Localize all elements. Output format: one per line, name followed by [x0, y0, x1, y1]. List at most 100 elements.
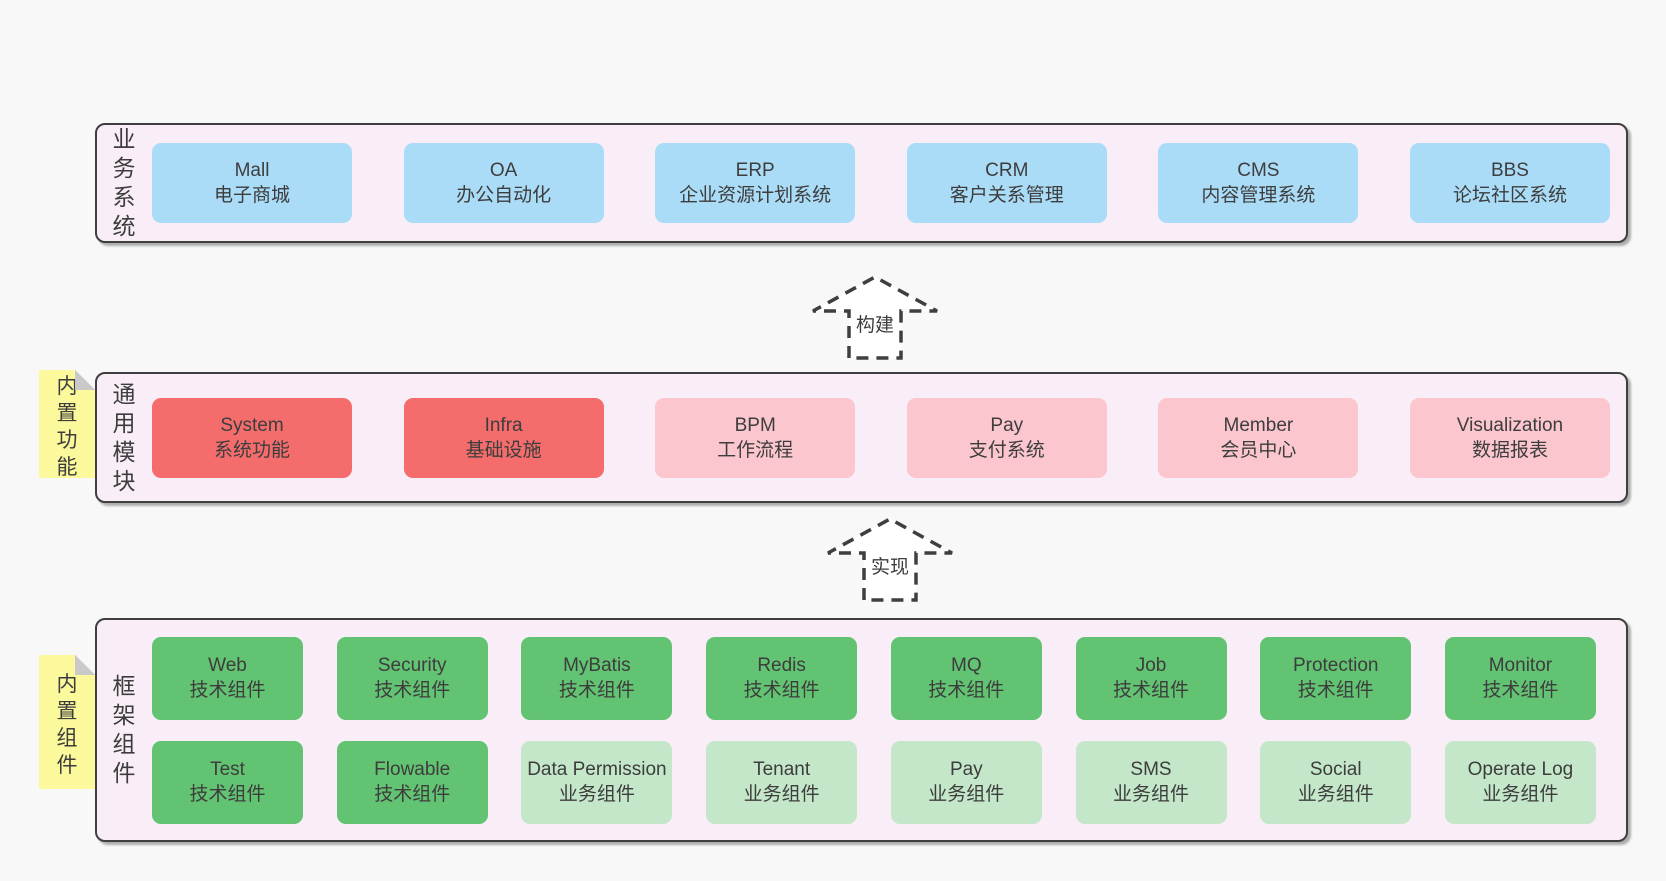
module-box-bpm: BPM 工作流程	[655, 397, 856, 478]
box-subtitle: 内容管理系统	[1201, 185, 1316, 206]
component-box-sms: SMS 业务组件	[1075, 740, 1227, 824]
box-title: Member	[1223, 414, 1294, 436]
box-subtitle: 业务组件	[558, 784, 635, 805]
system-box-mall: Mall 电子商城	[152, 143, 352, 223]
box-subtitle: 技术组件	[1113, 680, 1190, 701]
box-subtitle: 电子商城	[213, 185, 290, 206]
band-label-business-systems: 业务系统	[112, 126, 136, 239]
box-subtitle: 企业资源计划系统	[679, 185, 832, 206]
sticky-note-built-in-features: 内置功能	[39, 370, 95, 479]
component-box-job: Job 技术组件	[1075, 636, 1227, 720]
box-title: Protection	[1292, 655, 1379, 676]
framework-component-rows: Web 技术组件 Security 技术组件 MyBatis 技术组件 Redi…	[152, 636, 1626, 824]
box-title: Pay	[990, 414, 1024, 436]
box-subtitle: 技术组件	[374, 680, 451, 701]
box-title: Security	[377, 655, 447, 676]
component-box-mq: MQ 技术组件	[890, 636, 1042, 720]
box-title: BPM	[734, 414, 776, 436]
box-subtitle: 论坛社区系统	[1452, 185, 1567, 206]
box-title: CRM	[985, 160, 1029, 181]
band-business-systems: 业务系统 Mall 电子商城 OA 办公自动化 ERP 企业资源计划系统 CRM…	[95, 123, 1628, 243]
module-box-visualization: Visualization 数据报表	[1409, 397, 1610, 478]
business-systems-boxes: Mall 电子商城 OA 办公自动化 ERP 企业资源计划系统 CRM 客户关系…	[152, 143, 1626, 223]
system-box-bbs: BBS 论坛社区系统	[1409, 143, 1610, 223]
box-title: Test	[210, 759, 245, 780]
box-subtitle: 技术组件	[189, 784, 266, 805]
box-title: Tenant	[753, 759, 811, 780]
box-title: System	[220, 414, 284, 436]
box-title: Social	[1309, 759, 1362, 780]
module-box-pay: Pay 支付系统	[906, 397, 1107, 478]
sticky-note-text: 内置组件	[56, 673, 78, 777]
box-subtitle: 技术组件	[558, 680, 635, 701]
dashed-up-arrow-icon	[827, 517, 953, 602]
component-box-mybatis: MyBatis 技术组件	[521, 636, 673, 720]
box-subtitle: 系统功能	[213, 439, 290, 461]
box-title: Data Permission	[527, 759, 667, 780]
component-box-web: Web 技术组件	[152, 636, 303, 720]
box-subtitle: 支付系统	[968, 439, 1045, 461]
box-subtitle: 技术组件	[1297, 680, 1374, 701]
box-title: Monitor	[1488, 655, 1553, 676]
box-title: ERP	[735, 160, 775, 181]
framework-row-2: Test 技术组件 Flowable 技术组件 Data Permission …	[152, 740, 1596, 824]
box-title: Operate Log	[1467, 759, 1574, 780]
component-box-protection: Protection 技术组件	[1260, 636, 1412, 720]
band-common-modules: 通用模块 System 系统功能 Infra 基础设施 BPM 工作流程 Pay…	[95, 372, 1628, 503]
component-box-social: Social 业务组件	[1260, 740, 1412, 824]
box-subtitle: 技术组件	[374, 784, 451, 805]
box-subtitle: 业务组件	[1482, 784, 1559, 805]
box-title: MQ	[951, 655, 982, 676]
component-box-redis: Redis 技术组件	[706, 636, 858, 720]
build-arrow-label: 构建	[855, 315, 894, 336]
component-box-test: Test 技术组件	[152, 740, 303, 824]
component-box-flowable: Flowable 技术组件	[336, 740, 488, 824]
box-subtitle: 工作流程	[717, 439, 794, 461]
box-subtitle: 数据报表	[1471, 439, 1548, 461]
implement-arrow: 实现	[825, 516, 955, 602]
box-subtitle: 技术组件	[1482, 680, 1559, 701]
build-arrow: 构建	[810, 274, 940, 360]
box-subtitle: 会员中心	[1220, 439, 1297, 461]
dashed-up-arrow-icon	[812, 275, 938, 360]
band-framework-components: 框架组件 Web 技术组件 Security 技术组件 MyBatis 技术组件…	[95, 618, 1628, 842]
component-box-monitor: Monitor 技术组件	[1444, 636, 1596, 720]
module-box-infra: Infra 基础设施	[403, 397, 604, 478]
system-box-cms: CMS 内容管理系统	[1158, 143, 1359, 223]
box-title: Redis	[757, 655, 806, 676]
box-title: OA	[489, 160, 518, 181]
system-box-erp: ERP 企业资源计划系统	[655, 143, 856, 223]
box-subtitle: 技术组件	[928, 680, 1005, 701]
module-box-member: Member 会员中心	[1158, 397, 1359, 478]
box-title: Flowable	[374, 759, 451, 780]
component-box-data-permission: Data Permission 业务组件	[521, 740, 673, 824]
box-subtitle: 业务组件	[928, 784, 1005, 805]
component-box-tenant: Tenant 业务组件	[706, 740, 858, 824]
box-subtitle: 技术组件	[743, 680, 820, 701]
module-box-system: System 系统功能	[152, 397, 352, 478]
component-box-security: Security 技术组件	[336, 636, 488, 720]
box-subtitle: 技术组件	[189, 680, 266, 701]
box-title: SMS	[1130, 759, 1172, 780]
box-subtitle: 业务组件	[743, 784, 820, 805]
box-title: Web	[208, 655, 247, 676]
box-title: Job	[1135, 655, 1167, 676]
box-subtitle: 业务组件	[1297, 784, 1374, 805]
box-subtitle: 客户关系管理	[949, 185, 1064, 206]
band-label-common-modules: 通用模块	[112, 380, 136, 494]
framework-row-1: Web 技术组件 Security 技术组件 MyBatis 技术组件 Redi…	[152, 636, 1596, 720]
box-title: MyBatis	[563, 655, 631, 676]
box-title: BBS	[1490, 160, 1529, 181]
box-title: CMS	[1237, 160, 1280, 181]
implement-arrow-label: 实现	[870, 557, 909, 578]
band-label-framework-components: 框架组件	[112, 673, 136, 786]
box-title: Visualization	[1456, 414, 1564, 436]
component-box-operate-log: Operate Log 业务组件	[1444, 740, 1596, 824]
sticky-note-built-in-components: 内置组件	[39, 655, 95, 789]
component-box-pay: Pay 业务组件	[890, 740, 1042, 824]
box-subtitle: 业务组件	[1113, 784, 1190, 805]
system-box-crm: CRM 客户关系管理	[906, 143, 1107, 223]
system-box-oa: OA 办公自动化	[403, 143, 604, 223]
box-title: Pay	[949, 759, 983, 780]
